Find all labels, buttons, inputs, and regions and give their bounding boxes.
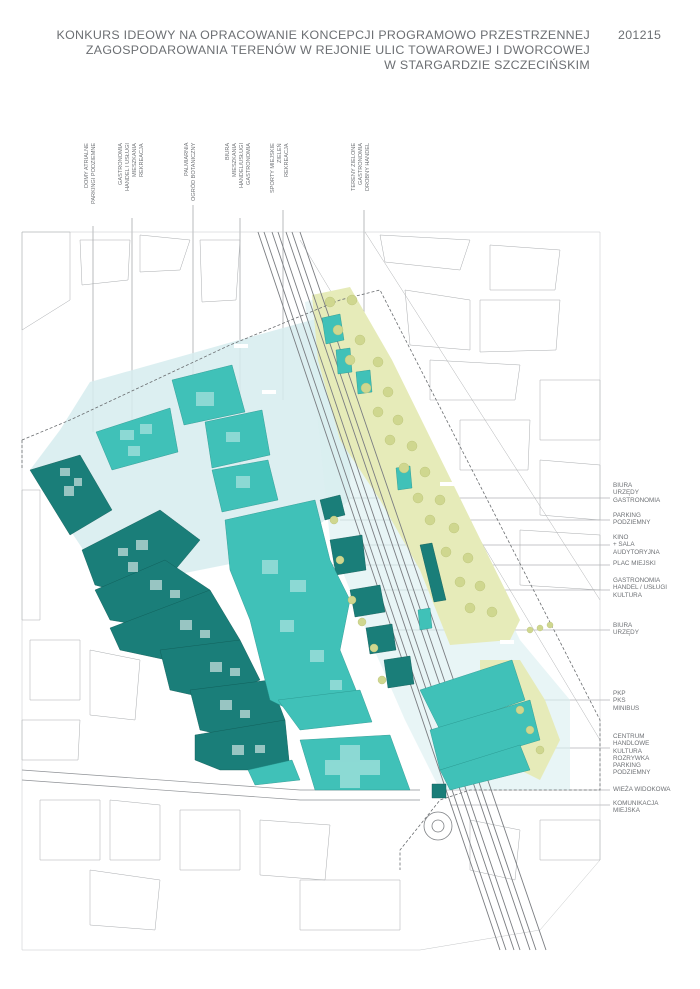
courtyards-dark <box>60 468 265 755</box>
site-boundary <box>21 289 601 870</box>
trees <box>324 294 554 755</box>
plan-title: KONKURS IDEOWY NA OPRACOWANIE KONCEPCJI … <box>18 28 590 73</box>
plot-numbers <box>234 344 514 644</box>
title-line-2: ZAGOSPODAROWANIA TERENÓW W REJONIE ULIC … <box>85 43 590 57</box>
courtyards-teal <box>120 392 380 788</box>
label-wieza-widokowa: WIEŻA WIDOKOWA <box>613 786 671 793</box>
competition-code: 201215 <box>618 28 662 42</box>
teal-blocks <box>95 313 541 791</box>
title-line-3: W STARGARDZIE SZCZECIŃSKIM <box>384 58 590 72</box>
title-line-1: KONKURS IDEOWY NA OPRACOWANIE KONCEPCJI … <box>56 28 590 42</box>
label-plac-miejski: PLAC MIEJSKI <box>613 560 656 567</box>
roundabout <box>423 811 453 841</box>
